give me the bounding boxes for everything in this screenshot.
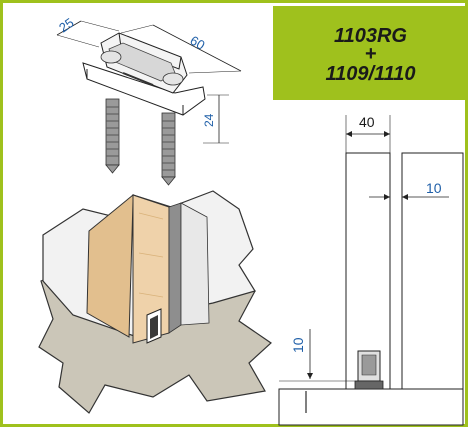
- dimension-door-thickness: 40: [345, 114, 391, 153]
- installation-view: [38, 190, 272, 414]
- product-code-plus: +: [364, 43, 377, 65]
- wall-recess: [168, 202, 182, 334]
- dimension-wall-gap: 10: [369, 180, 449, 200]
- product-code-primary: 1103RG: [333, 25, 407, 47]
- technical-drawing: 25 60 24: [38, 15, 464, 426]
- dimension-width: 25: [56, 15, 120, 48]
- cross-section: [278, 152, 464, 426]
- dimension-height: 24: [202, 94, 229, 144]
- product-code-secondary: 1109/1110: [325, 63, 416, 85]
- dowel-right: [161, 112, 176, 186]
- floor-gap-value: 10: [290, 337, 306, 353]
- floor-guide-illustration: [82, 32, 206, 186]
- width-value: 25: [56, 15, 76, 36]
- product-code-banner: 1103RG + 1109/1110: [273, 6, 468, 100]
- door-thickness-value: 40: [359, 114, 375, 130]
- length-value: 60: [188, 33, 208, 53]
- dowel-left: [105, 98, 120, 174]
- dimension-floor-gap: 10: [279, 329, 359, 382]
- door-panel: [86, 193, 134, 338]
- wall-gap-value: 10: [426, 180, 442, 196]
- dimension-length: 60: [120, 24, 242, 74]
- floor-section: [278, 388, 464, 426]
- height-value: 24: [202, 113, 216, 127]
